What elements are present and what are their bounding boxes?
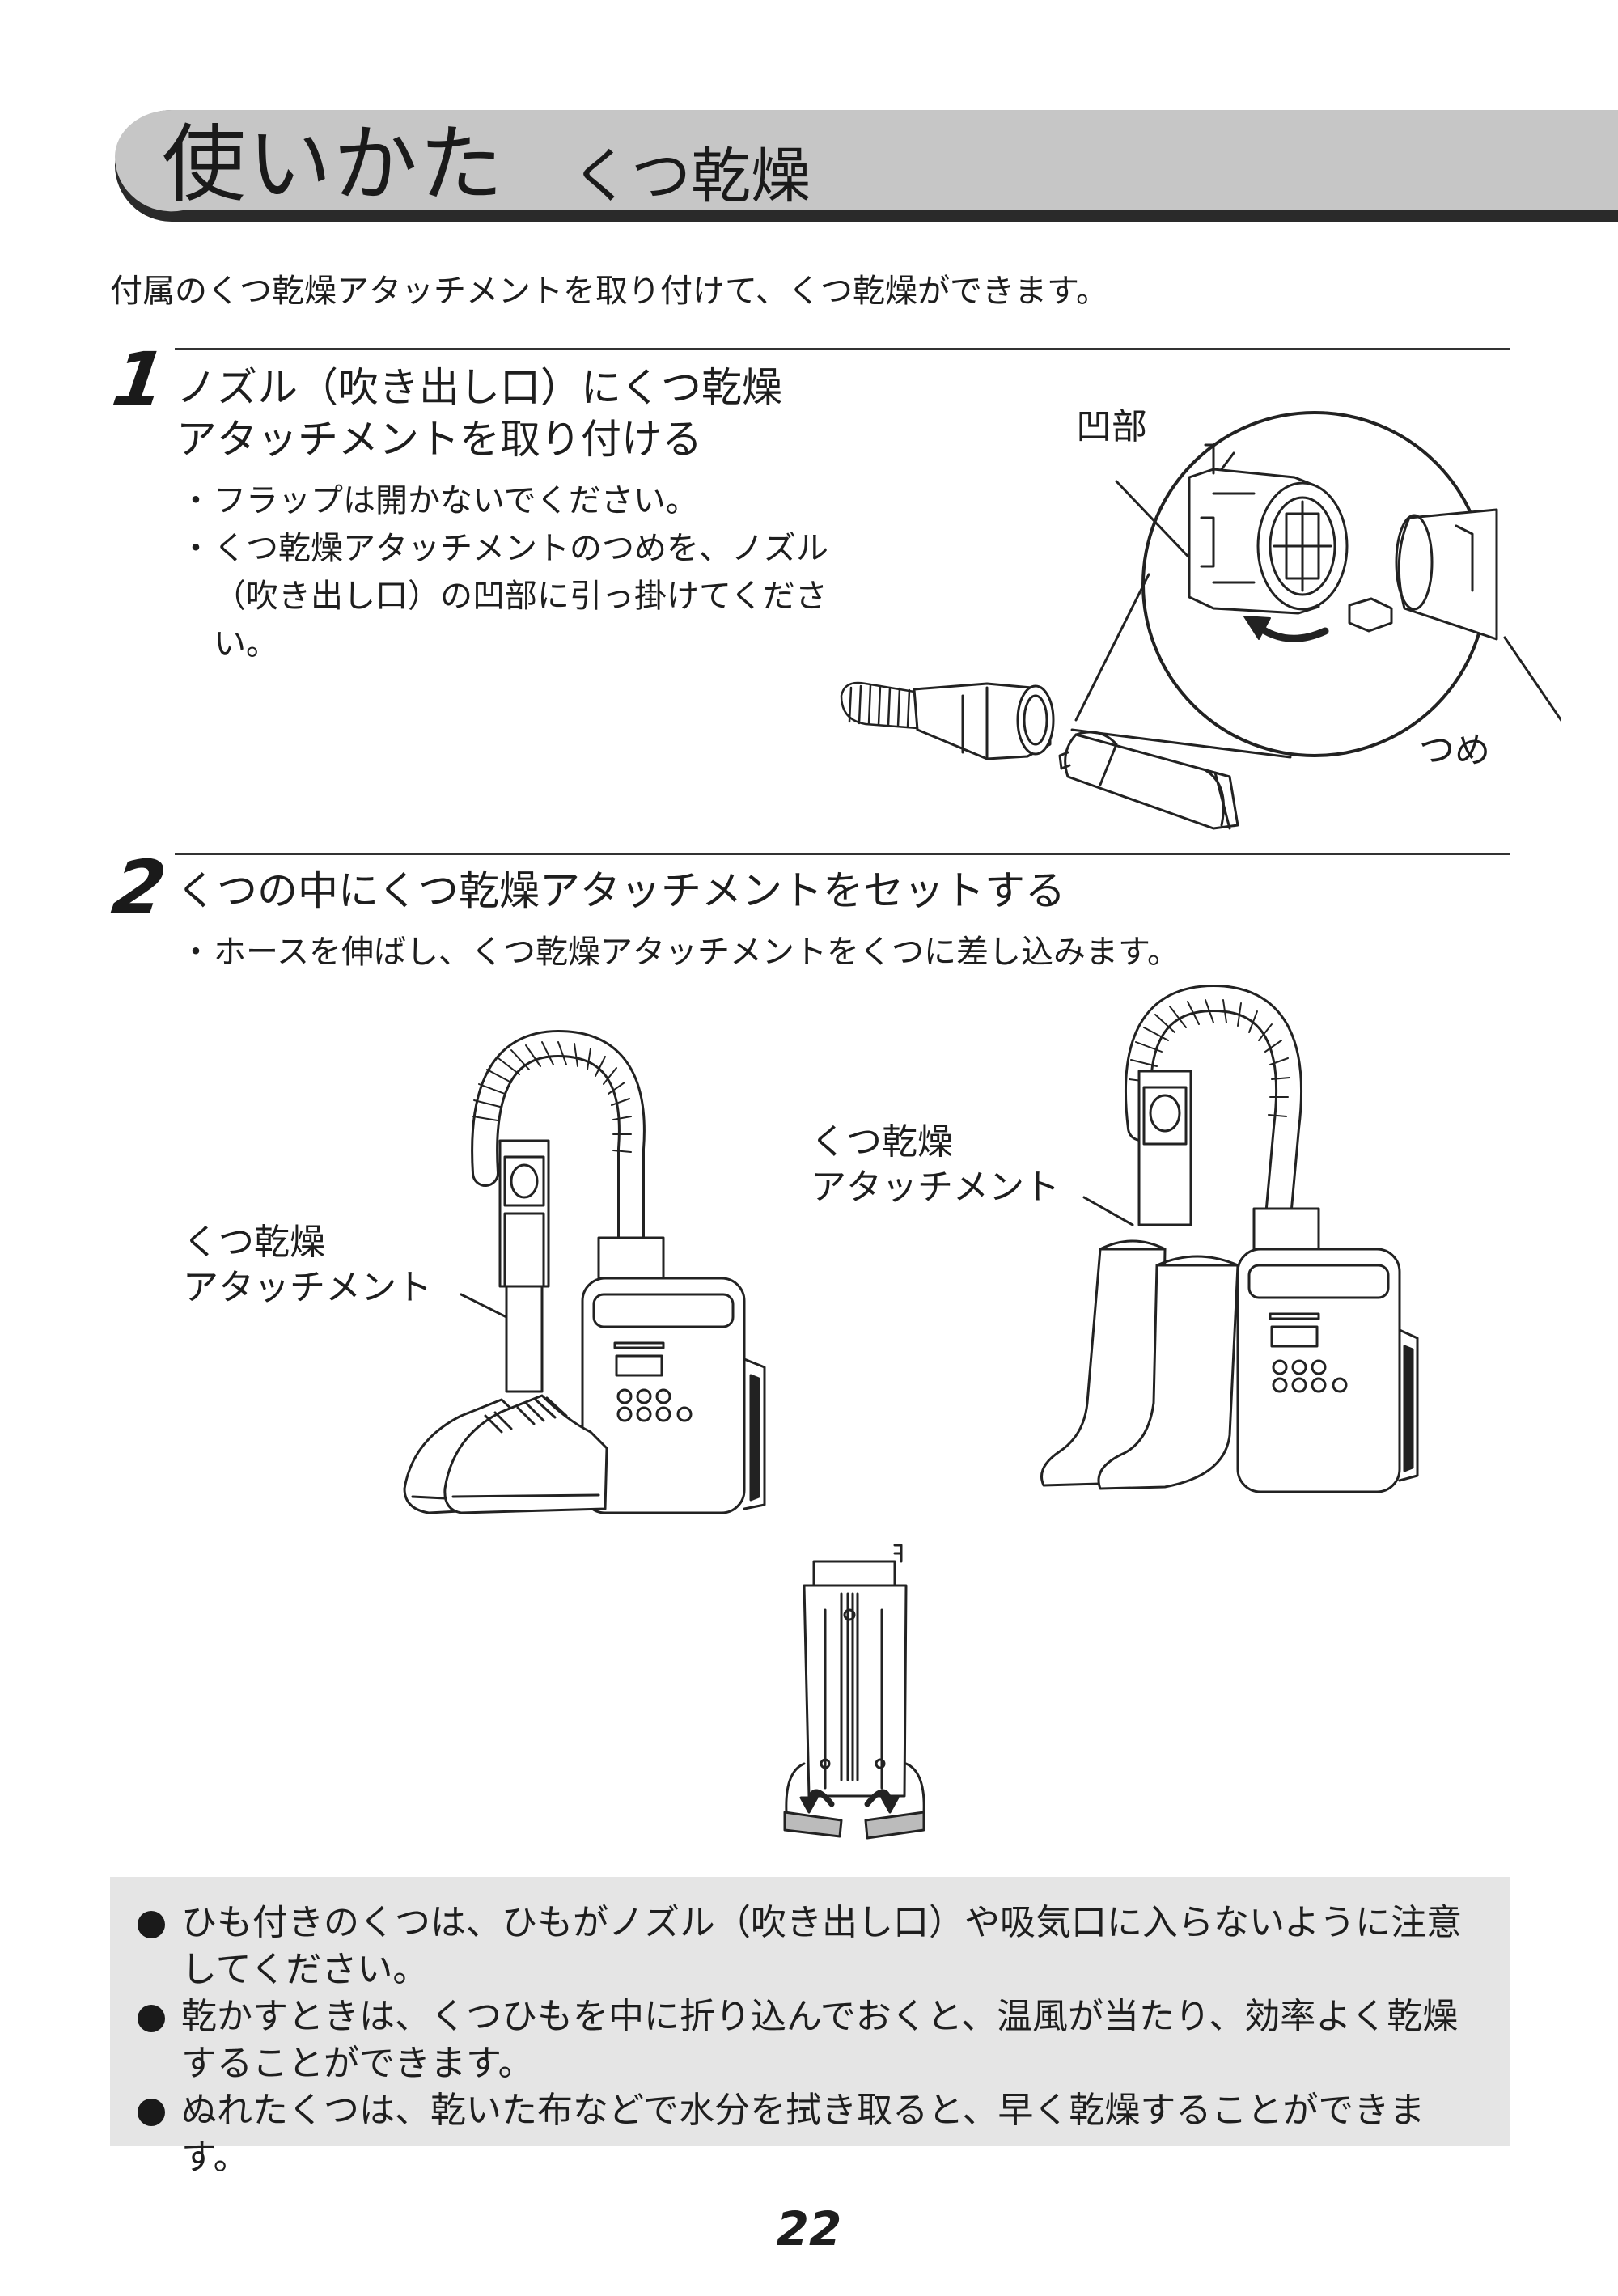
step-1-rule bbox=[175, 348, 1510, 350]
note-text: 乾かすときは、くつひもを中に折り込んでおくと、温風が当たり、効率よく乾燥すること… bbox=[181, 1996, 1459, 2084]
bullet-dot-icon bbox=[138, 1911, 165, 1938]
callout-attachment-left: くつ乾燥 アタッチメント bbox=[183, 1222, 432, 1308]
callout-claw: つめ bbox=[1419, 730, 1490, 771]
step-2-title: くつの中にくつ乾燥アタッチメントをセットする bbox=[176, 867, 1065, 914]
callout-attachment-right: くつ乾燥 アタッチメント bbox=[811, 1121, 1060, 1208]
page-number: 22 bbox=[776, 2201, 842, 2256]
page-title: 使いかた bbox=[162, 115, 506, 214]
note-text: ぬれたくつは、乾いた布などで水分を拭き取ると、早く乾燥することができます。 bbox=[181, 2090, 1425, 2178]
bullet-dot-icon bbox=[138, 2005, 165, 2032]
step-1-title-line-1: ノズル（吹き出し口）にくつ乾燥 bbox=[176, 364, 782, 411]
intro-text: 付属のくつ乾燥アタッチメントを取り付けて、くつ乾燥ができます。 bbox=[110, 273, 1108, 310]
note-item: ぬれたくつは、乾いた布などで水分を拭き取ると、早く乾燥することができます。 bbox=[131, 2087, 1485, 2181]
attachment-nozzle-illustration bbox=[840, 411, 1561, 830]
note-item: 乾かすときは、くつひもを中に折り込んでおくと、温風が当たり、効率よく乾燥すること… bbox=[131, 1993, 1485, 2087]
notes-box: ひも付きのくつは、ひもがノズル（吹き出し口）や吸気口に入らないように注意してくだ… bbox=[110, 1877, 1510, 2178]
sneaker-dryer-illustration bbox=[403, 1030, 766, 1514]
boot-dryer-illustration bbox=[1040, 985, 1419, 1493]
step-2-bullet: ホースを伸ばし、くつ乾燥アタッチメントをくつに差し込みます。 bbox=[180, 929, 1474, 976]
step-1-bullet: フラップは開かないでください。 bbox=[180, 477, 867, 525]
step-1-bullets: フラップは開かないでください。 くつ乾燥アタッチメントのつめを、ノズル（吹き出し… bbox=[180, 477, 867, 668]
header-band bbox=[108, 110, 1618, 222]
note-text: ひも付きのくつは、ひもがノズル（吹き出し口）や吸気口に入らないように注意してくだ… bbox=[181, 1902, 1463, 1990]
step-2-number: 2 bbox=[107, 845, 172, 931]
callout-recess: 凹部 bbox=[1076, 406, 1147, 447]
page-subtitle: くつ乾燥 bbox=[571, 142, 811, 211]
step-1-bullet: くつ乾燥アタッチメントのつめを、ノズル（吹き出し口）の凹部に引っ掛けてください。 bbox=[180, 525, 867, 668]
note-item: ひも付きのくつは、ひもがノズル（吹き出し口）や吸気口に入らないように注意してくだ… bbox=[131, 1900, 1485, 1993]
step-2-rule bbox=[175, 853, 1510, 855]
notes-list: ひも付きのくつは、ひもがノズル（吹き出し口）や吸気口に入らないように注意してくだ… bbox=[110, 1877, 1510, 2181]
attachment-detail-illustration bbox=[783, 1544, 925, 1840]
step-1-number: 1 bbox=[107, 337, 172, 423]
step-1-title-line-2: アタッチメントを取り付ける bbox=[176, 416, 702, 463]
step-2-bullets: ホースを伸ばし、くつ乾燥アタッチメントをくつに差し込みます。 bbox=[180, 929, 1474, 976]
bullet-dot-icon bbox=[138, 2099, 165, 2126]
